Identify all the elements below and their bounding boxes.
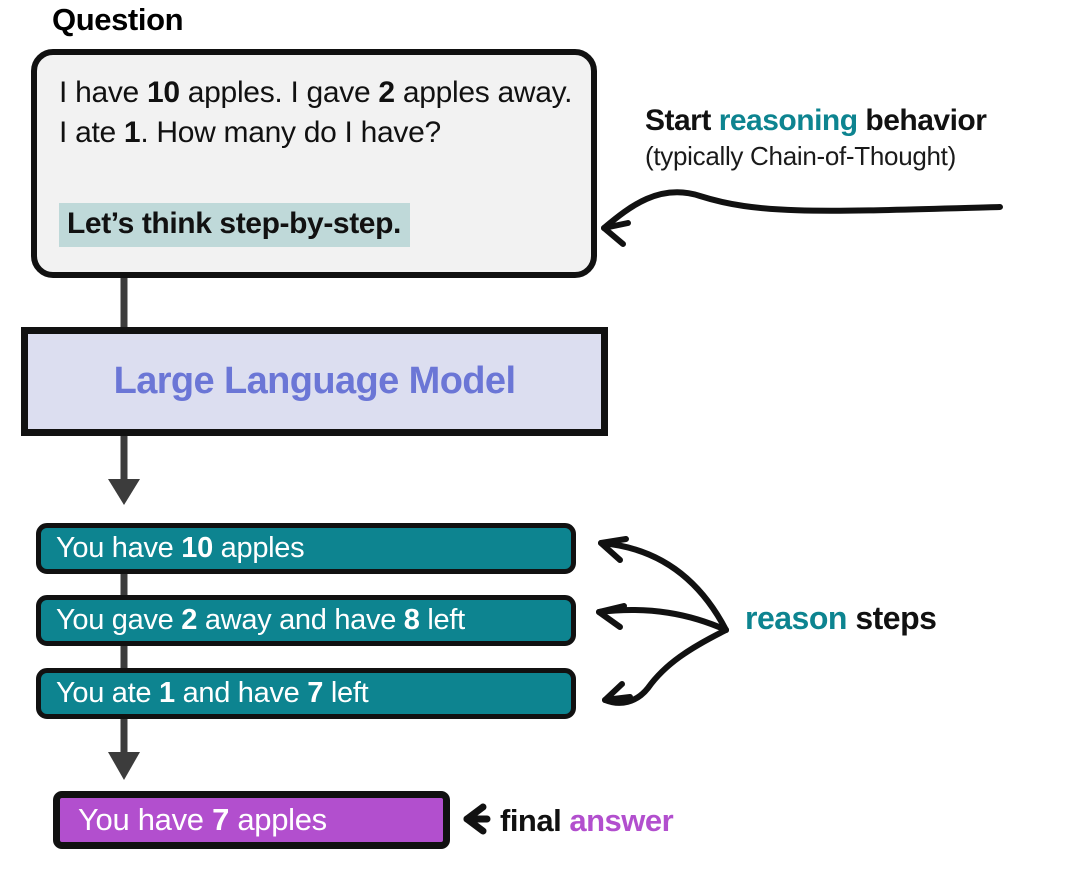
llm-box: Large Language Model: [21, 327, 608, 436]
final-answer-text: You have 7 apples: [78, 802, 327, 837]
question-box: I have 10 apples. I gave 2 apples away. …: [31, 49, 597, 278]
reason-step-box: You gave 2 away and have 8 left: [36, 595, 576, 646]
final-answer-box: You have 7 apples: [53, 791, 450, 849]
prompt-highlight-text: Let’s think step-by-step.: [59, 203, 410, 247]
start-reasoning-annotation: Start reasoning behavior (typically Chai…: [645, 104, 1065, 172]
reason-step-text: You gave 2 away and have 8 left: [56, 604, 465, 636]
start-reasoning-subtext: (typically Chain-of-Thought): [645, 141, 956, 171]
reason-step-text: You ate 1 and have 7 left: [56, 677, 369, 709]
question-text: I have 10 apples. I gave 2 apples away. …: [59, 76, 573, 149]
start-reasoning-headline: Start reasoning behavior: [645, 104, 987, 137]
reason-steps-annotation: reason steps: [745, 600, 937, 636]
reason-step-text: You have 10 apples: [56, 532, 305, 564]
final-answer-annotation: final answer: [500, 803, 674, 838]
arrowhead-steps-to-final: [108, 752, 140, 780]
arrowhead-llm-to-steps: [108, 479, 140, 505]
page-title: Question: [52, 2, 184, 37]
reason-step-box: You ate 1 and have 7 left: [36, 668, 576, 719]
reason-step-box: You have 10 apples: [36, 523, 576, 574]
llm-label: Large Language Model: [113, 360, 516, 402]
